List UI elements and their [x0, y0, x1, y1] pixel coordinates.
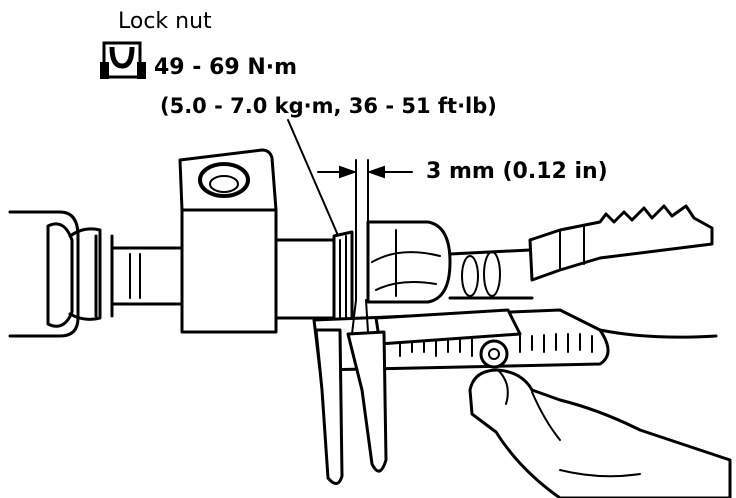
lock-nut-label: Lock nut: [118, 9, 212, 34]
hand: [468, 368, 732, 498]
torque-value-nm: 49 - 69 N·m: [154, 55, 297, 80]
rubber-boot: [528, 204, 714, 282]
caliper-scale-ticks: [399, 333, 593, 357]
shaft-middle: [274, 238, 336, 320]
vernier-caliper: [312, 299, 610, 485]
caliper-sliding-jaw: [346, 330, 388, 473]
torque-value-alt-units: (5.0 - 7.0 kg·m, 36 - 51 ft·lb): [160, 94, 497, 118]
inner-socket: [366, 220, 452, 304]
clearance-label: 3 mm (0.12 in): [426, 159, 608, 184]
caliper-fixed-jaw: [314, 328, 344, 485]
lock-nut-leader-line: [287, 119, 341, 241]
shaft-left: [110, 246, 182, 306]
torque-wrench-icon: [100, 41, 146, 79]
caliper-thumb-wheel: [479, 339, 509, 369]
tie-rod-boss: [178, 148, 278, 334]
rack-housing: [8, 210, 114, 338]
lock-nut: [332, 230, 354, 328]
tie-rod-right-edge: [598, 328, 718, 339]
